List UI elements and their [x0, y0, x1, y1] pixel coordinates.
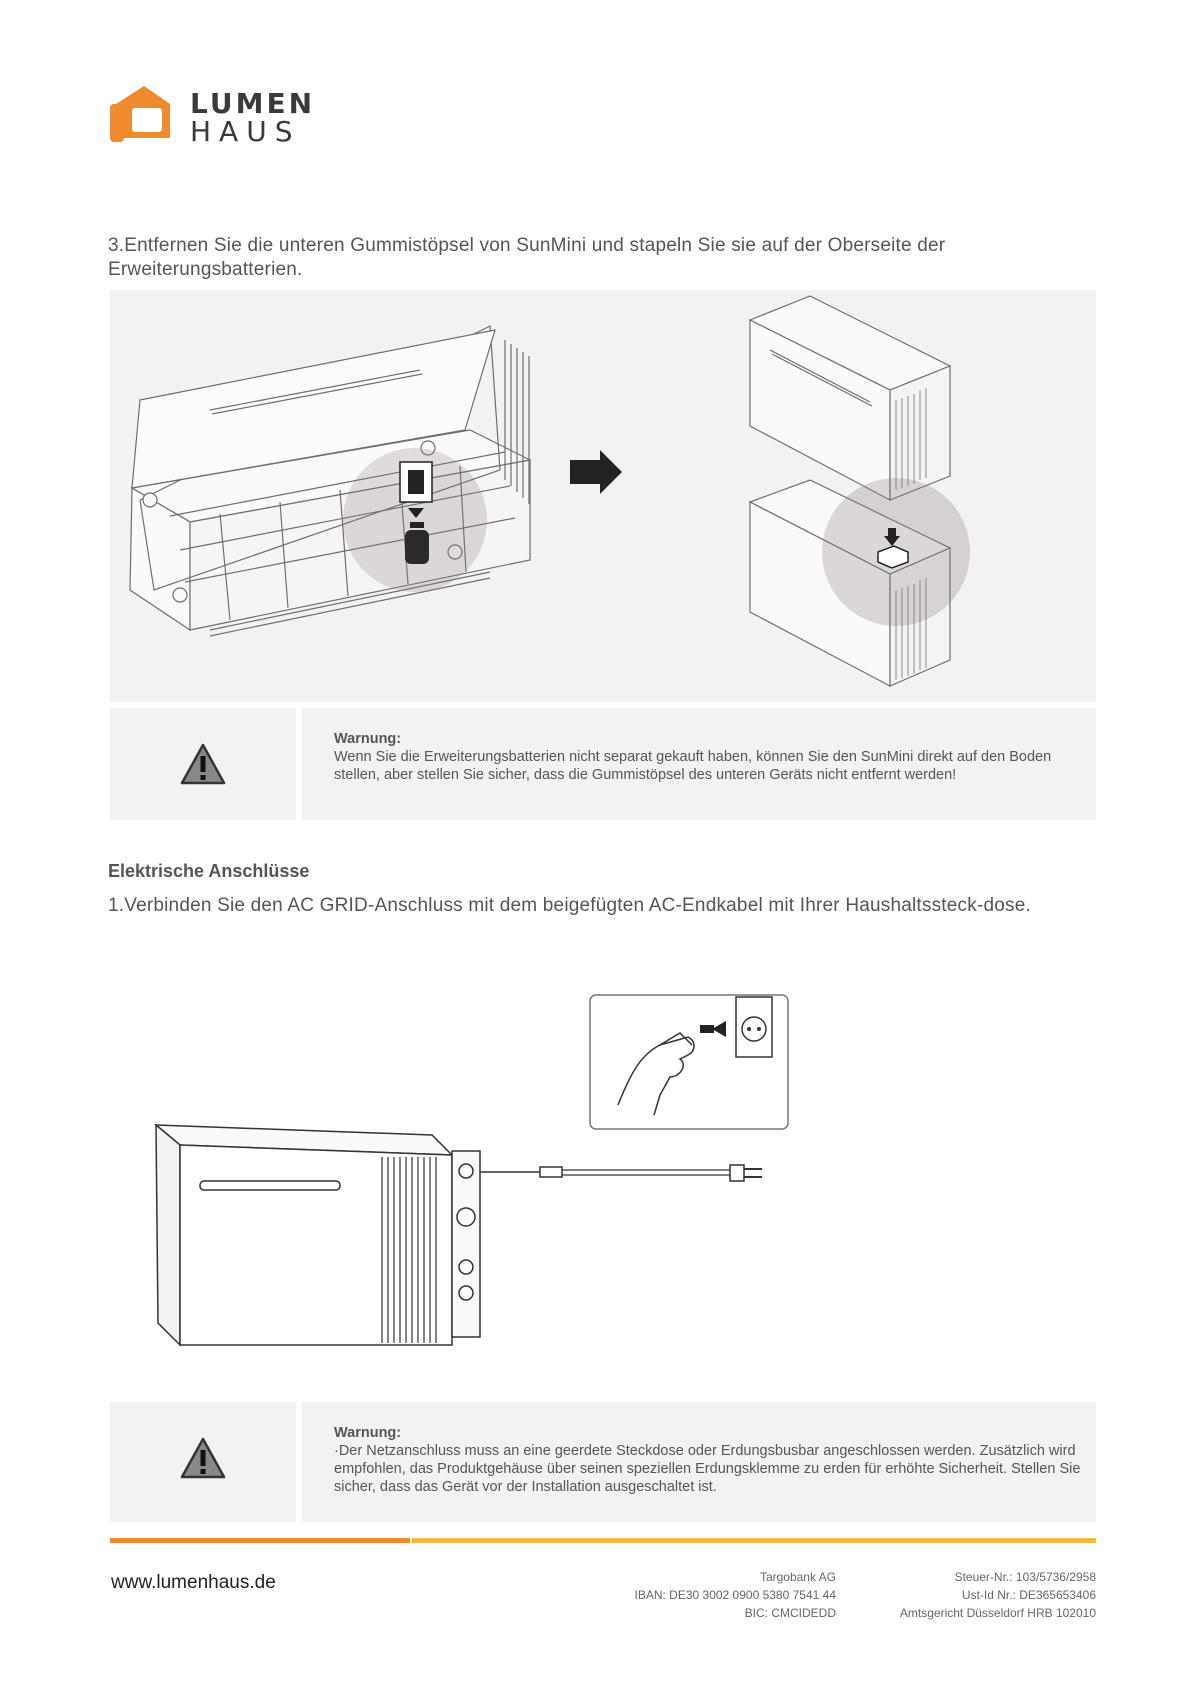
website-link[interactable]: www.lumenhaus.de — [111, 1572, 276, 1593]
vat-id: Ust-Id Nr.: DE365653406 — [961, 1588, 1096, 1602]
bank-iban: IBAN: DE30 3002 0900 5380 7541 44 — [634, 1588, 837, 1602]
step-3-instruction: 3.Entfernen Sie die unteren Gummistöpsel… — [108, 235, 946, 280]
warning-box-2: Warnung: ·Der Netzanschluss muss an eine… — [110, 1402, 1096, 1522]
warning-text-box: Warnung: Wenn Sie die Erweiterungsbatter… — [302, 708, 1096, 820]
warning-box-1: Warnung: Wenn Sie die Erweiterungsbatter… — [110, 708, 1096, 820]
bank-details: Targobank AG IBAN: DE30 3002 0900 5380 7… — [635, 1568, 837, 1622]
warning-icon-box — [110, 1402, 296, 1522]
warning-triangle-icon — [180, 743, 226, 785]
warning-icon-box — [110, 708, 296, 820]
tax-number: Steuer-Nr.: 103/5736/2958 — [954, 1570, 1096, 1584]
warning-2-text: ·Der Netzanschluss muss an eine geerdete… — [334, 1443, 1081, 1495]
logo-wordmark: LUMEN HAUS — [190, 90, 315, 146]
ac-connection-illustration — [140, 985, 820, 1355]
tax-details: Steuer-Nr.: 103/5736/2958 Ust-Id Nr.: DE… — [900, 1568, 1096, 1622]
warning-1-content: Warnung: Wenn Sie die Erweiterungsbatter… — [334, 730, 1082, 784]
warning-1-text: Wenn Sie die Erweiterungsbatterien nicht… — [334, 749, 1052, 783]
warning-2-title: Warnung: — [334, 1425, 402, 1441]
warning-text-box: Warnung: ·Der Netzanschluss muss an eine… — [302, 1402, 1096, 1522]
sunmini-underside-drawing — [129, 325, 532, 637]
step-1-instruction: 1.Verbinden Sie den AC GRID-Anschluss mi… — [108, 895, 1031, 916]
bank-bic: BIC: CMCIDEDD — [744, 1606, 836, 1620]
company-logo: LUMEN HAUS — [110, 82, 330, 152]
stacking-illustration — [110, 290, 1096, 702]
warning-triangle-icon — [180, 1437, 226, 1479]
footer-bar-yellow — [412, 1538, 1096, 1543]
section-title: Elektrische Anschlüsse — [108, 861, 310, 881]
warning-2-content: Warnung: ·Der Netzanschluss muss an eine… — [334, 1424, 1082, 1496]
court-registration: Amtsgericht Düsseldorf HRB 102010 — [899, 1606, 1096, 1620]
bank-name: Targobank AG — [759, 1570, 836, 1584]
warning-1-title: Warnung: — [334, 731, 402, 747]
logo-line-1: LUMEN — [190, 87, 316, 120]
arrow-right-icon — [570, 450, 622, 494]
logo-house-icon — [110, 86, 170, 142]
logo-line-2: HAUS — [190, 115, 301, 148]
footer-bar-orange — [110, 1538, 410, 1543]
